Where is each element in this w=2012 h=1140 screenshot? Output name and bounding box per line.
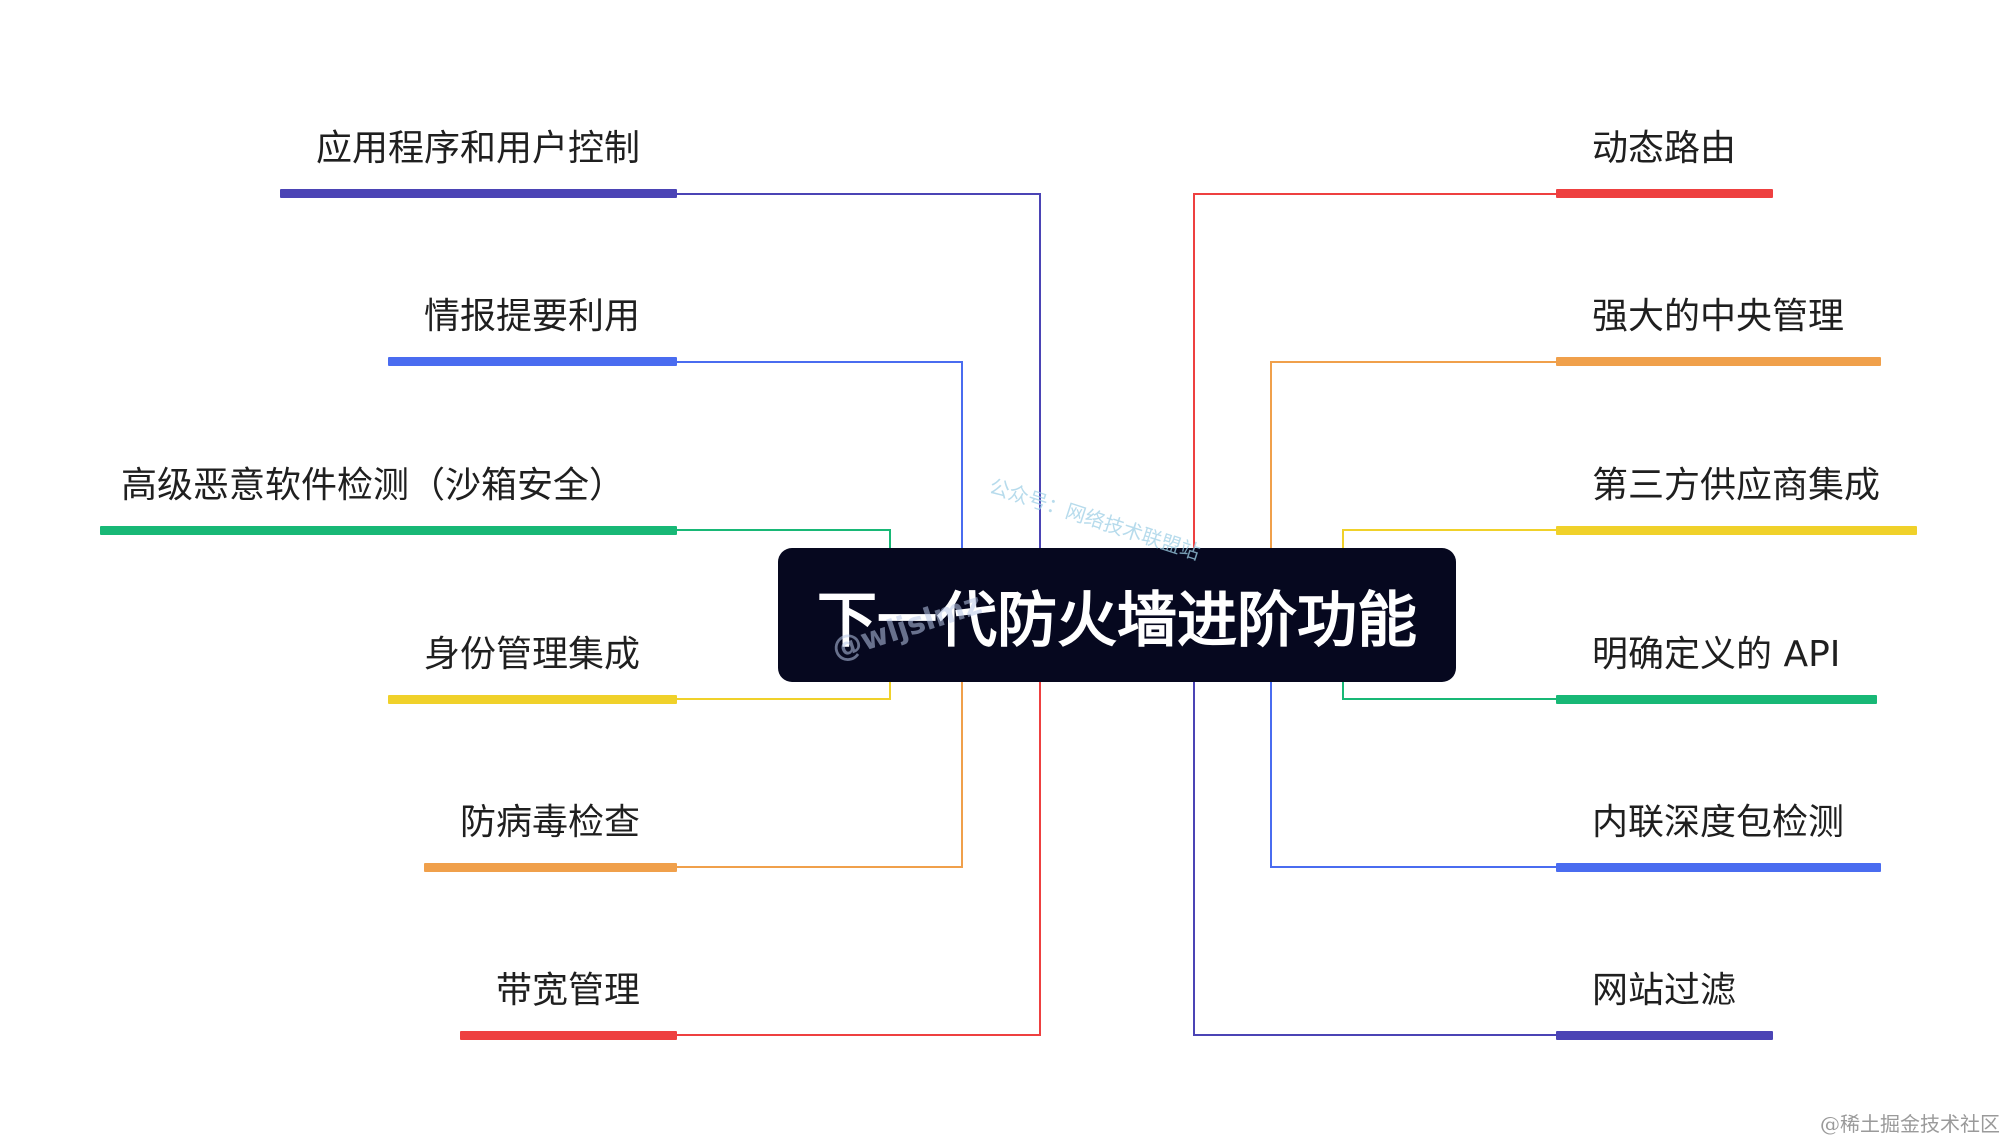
connector-line-left-2 (677, 361, 963, 548)
branch-label: 带宽管理 (496, 970, 640, 1011)
left-branch-2: 情报提要利用 (388, 296, 677, 366)
footer-mark: @稀土掘金技术社区 (1820, 1112, 2000, 1136)
center-node: 下一代防火墙进阶功能 (778, 548, 1456, 682)
connector-line-right-2 (1270, 361, 1556, 548)
left-branch-6: 带宽管理 (460, 970, 677, 1040)
connector-line-right-4 (1342, 682, 1556, 700)
underline-bar (388, 357, 677, 366)
underline-bar (424, 863, 677, 872)
branch-label: 网站过滤 (1592, 970, 1736, 1011)
underline-bar (1556, 189, 1773, 198)
underline-bar (1556, 695, 1877, 704)
branch-label: 防病毒检查 (460, 802, 640, 843)
right-branch-3: 第三方供应商集成 (1556, 465, 1917, 535)
connector-line-left-1 (677, 193, 1041, 548)
left-branch-5: 防病毒检查 (424, 802, 677, 872)
branch-label: 强大的中央管理 (1592, 296, 1844, 337)
right-branch-6: 网站过滤 (1556, 970, 1773, 1040)
connector-line-right-6 (1193, 682, 1556, 1036)
underline-bar (100, 526, 677, 535)
underline-bar (460, 1031, 677, 1040)
left-branch-4: 身份管理集成 (388, 634, 677, 704)
connector-line-right-3 (1342, 529, 1556, 548)
branch-label: 明确定义的 API (1592, 634, 1840, 675)
connector-line-left-3 (677, 529, 891, 548)
branch-label: 身份管理集成 (424, 634, 640, 675)
connector-lines (677, 193, 1556, 1036)
branch-label: 内联深度包检测 (1592, 802, 1844, 843)
connector-line-left-4 (677, 682, 891, 700)
right-branch-2: 强大的中央管理 (1556, 296, 1881, 366)
branch-label: 情报提要利用 (424, 296, 640, 337)
center-title: 下一代防火墙进阶功能 (817, 586, 1417, 656)
underline-bar (388, 695, 677, 704)
right-branch-4: 明确定义的 API (1556, 634, 1877, 704)
left-branch-3: 高级恶意软件检测（沙箱安全） (100, 465, 677, 535)
left-branch-1: 应用程序和用户控制 (280, 128, 677, 198)
connector-line-right-1 (1193, 193, 1556, 548)
branch-label: 动态路由 (1592, 128, 1736, 169)
branch-label: 第三方供应商集成 (1592, 465, 1880, 506)
center-box (778, 548, 1456, 682)
right-branch-1: 动态路由 (1556, 128, 1773, 198)
branch-label: 应用程序和用户控制 (316, 128, 640, 169)
branch-label: 高级恶意软件检测（沙箱安全） (121, 465, 625, 506)
underline-bar (1556, 1031, 1773, 1040)
connector-line-right-5 (1270, 682, 1556, 868)
underline-bar (1556, 526, 1917, 535)
underline-bar (1556, 357, 1881, 366)
underline-bar (280, 189, 677, 198)
right-branch-5: 内联深度包检测 (1556, 802, 1881, 872)
connector-line-left-5 (677, 682, 963, 868)
underline-bar (1556, 863, 1881, 872)
connector-line-left-6 (677, 682, 1041, 1036)
